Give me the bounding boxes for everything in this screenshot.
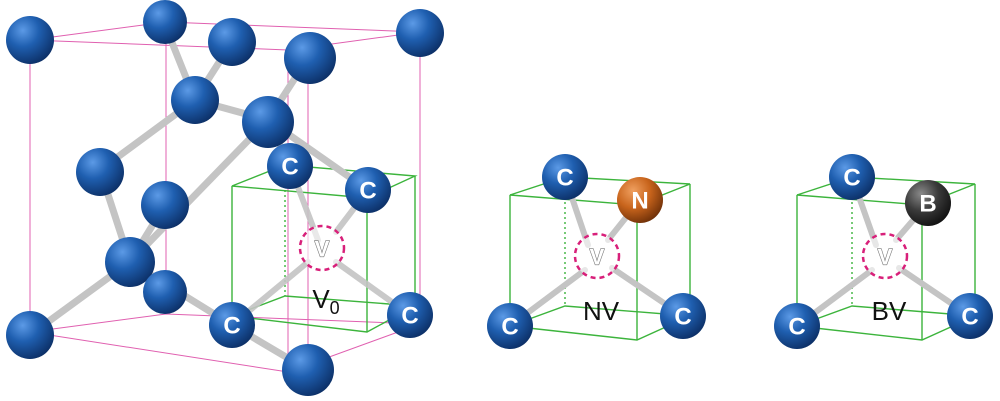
carbon-atom [105,237,155,287]
carbon-atom [6,311,54,359]
lattice-unit-cell [29,21,421,373]
nv-neighbor-atoms: C N C C [487,154,706,349]
carbon-atom-labeled: C [487,303,533,349]
carbon-atom-labeled: C [209,302,255,348]
v0-neighbor-atoms: C C C C [209,143,433,348]
carbon-atom [208,18,256,66]
carbon-atom-labeled: C [829,154,875,200]
carbon-atom-labeled: C [774,303,820,349]
atom-symbol: B [919,191,936,218]
carbon-atom [396,9,444,57]
atom-symbol: C [359,178,376,205]
atom-symbol: C [961,304,978,331]
carbon-atom [143,0,187,44]
carbon-atom-labeled: C [660,293,706,339]
diamond-lattice-panel: V C C C C V0 [6,0,444,396]
carbon-atom [141,181,189,229]
boron-atom: B [905,180,951,226]
atom-symbol: C [674,304,691,331]
carbon-atom [242,96,294,148]
atom-symbol: C [843,165,860,192]
carbon-atom-labeled: C [387,292,433,338]
v0-vacancy: V [298,224,346,272]
nv-vacancy: V [573,232,621,280]
atom-symbol: N [631,188,648,215]
atom-symbol: C [281,154,298,181]
bv-vacancy: V [861,232,909,280]
atom-symbol: C [401,303,418,330]
carbon-atom [76,148,124,196]
atom-symbol: C [501,314,518,341]
nv-caption: NV [583,296,620,326]
carbon-atom [171,76,219,124]
nitrogen-atom: N [617,177,663,223]
carbon-atom-labeled: C [542,154,588,200]
bv-panel: V C B C C BV [774,154,993,349]
v0-caption: V0 [312,284,339,318]
atom-symbol: C [223,313,240,340]
carbon-atom-labeled: C [345,167,391,213]
carbon-atom [6,16,54,64]
lattice-atoms [6,0,444,396]
atom-symbol: C [788,314,805,341]
carbon-atom [284,32,336,84]
carbon-atom-labeled: C [947,293,993,339]
carbon-atom [282,344,334,396]
bv-neighbor-atoms: C B C C [774,154,993,349]
vacancy-label: V [878,245,893,270]
v0-caption-subscript: 0 [330,298,340,318]
carbon-atom [143,270,187,314]
carbon-atom-labeled: C [267,143,313,189]
vacancy-label: V [315,237,330,262]
bv-caption: BV [872,296,907,326]
nv-panel: V C N C C NV [487,154,706,349]
v0-caption-main: V [312,284,330,314]
atom-symbol: C [556,165,573,192]
vacancy-label: V [590,245,605,270]
